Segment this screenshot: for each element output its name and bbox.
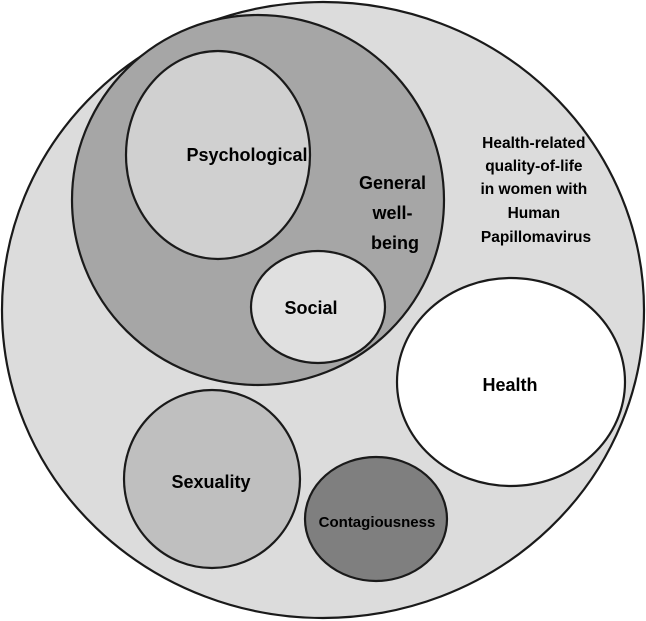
contagiousness-label: Contagiousness	[319, 514, 436, 531]
general-wellbeing-label: General well- being	[359, 173, 431, 253]
hrqol-label: Health-related quality-of-life in women …	[480, 135, 591, 246]
sexuality-label: Sexuality	[171, 472, 250, 492]
psychological-label: Psychological	[186, 145, 307, 165]
social-circle	[249, 249, 387, 365]
health-circle	[395, 276, 627, 488]
psychological-circle	[124, 49, 312, 261]
social-label: Social	[284, 298, 337, 318]
health-label: Health	[482, 375, 537, 395]
contagiousness-circle	[303, 455, 449, 583]
sexuality-circle	[122, 388, 302, 570]
